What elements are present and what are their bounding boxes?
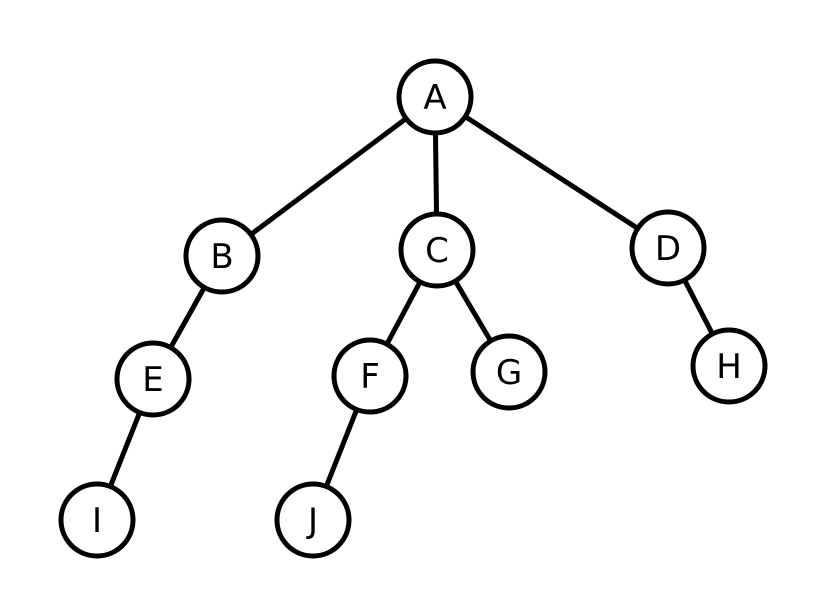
node-g-label: G bbox=[496, 353, 522, 393]
node-i-circle bbox=[58, 481, 136, 559]
node-e: E bbox=[114, 340, 192, 418]
node-h-label: H bbox=[716, 347, 742, 387]
node-c-circle bbox=[398, 211, 476, 289]
node-i: I bbox=[58, 481, 136, 559]
node-g-circle bbox=[470, 333, 548, 411]
node-h: H bbox=[690, 327, 768, 405]
node-c-label: C bbox=[425, 231, 449, 271]
edge-a-b bbox=[219, 94, 438, 259]
node-e-circle bbox=[114, 340, 192, 418]
node-f: F bbox=[331, 337, 409, 415]
node-f-circle bbox=[331, 337, 409, 415]
node-j-label: J bbox=[306, 501, 318, 541]
node-e-label: E bbox=[142, 360, 163, 400]
node-d: D bbox=[629, 209, 707, 287]
node-b-circle bbox=[183, 217, 261, 295]
node-a-label: A bbox=[423, 78, 446, 118]
node-d-label: D bbox=[655, 229, 681, 269]
node-g: G bbox=[470, 333, 548, 411]
edge-a-d bbox=[432, 94, 671, 251]
node-h-circle bbox=[690, 327, 768, 405]
node-a: A bbox=[396, 58, 474, 136]
node-b: B bbox=[183, 217, 261, 295]
node-j: J bbox=[274, 481, 352, 559]
node-f-label: F bbox=[360, 357, 380, 397]
node-c: C bbox=[398, 211, 476, 289]
node-a-circle bbox=[396, 58, 474, 136]
node-i-label: I bbox=[92, 501, 102, 541]
node-j-circle bbox=[274, 481, 352, 559]
node-b-label: B bbox=[210, 237, 233, 277]
node-d-circle bbox=[629, 209, 707, 287]
